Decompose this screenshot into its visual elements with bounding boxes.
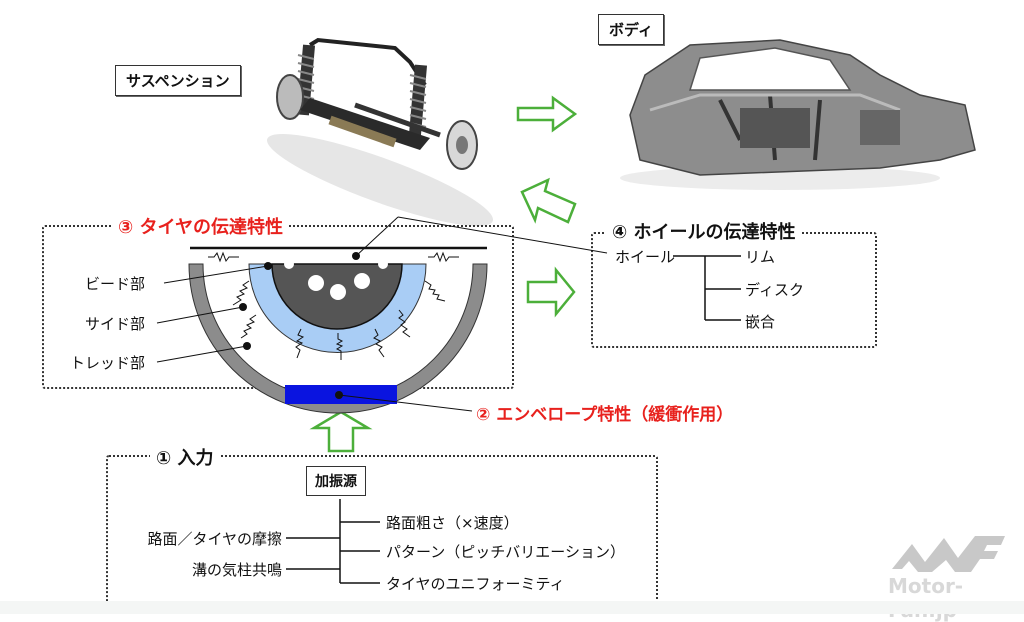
body-label: ボディ [598, 14, 664, 45]
input-tree [286, 499, 380, 584]
tire-transfer-title: ③ タイヤの伝達特性 [112, 213, 289, 239]
envelope-leader [338, 394, 473, 412]
input-right-item: タイヤのユニフォーミティ [386, 575, 565, 593]
side-label: サイド部 [85, 315, 146, 333]
input-left-item: 溝の気柱共鳴 [191, 561, 282, 579]
bead-leader [163, 265, 269, 284]
input-left-item: 路面／タイヤの摩擦 [147, 530, 282, 548]
bead-label: ビード部 [85, 275, 146, 293]
wheel-child-rim: リム [745, 248, 776, 266]
side-leader [156, 306, 244, 324]
arrow-suspension-to-body-icon [516, 95, 578, 133]
wheel-hole [330, 284, 346, 300]
wheel-transfer-title: ④ ホイールの伝達特性 [606, 218, 802, 244]
excitation-source-box: 加振源 [306, 466, 366, 496]
suspension-image [266, 37, 494, 226]
wheel-child-fit: 嵌合 [745, 313, 776, 331]
input-right-item: パターン（ピッチバリエーション） [386, 543, 625, 561]
watermark-site: Motor-Fan.jp [888, 574, 964, 622]
tread-label: トレッド部 [70, 354, 146, 372]
tread-band [188, 263, 488, 414]
spring-top-right [428, 251, 459, 263]
arrow-input-up-icon [309, 410, 373, 453]
wheel-root-label: ホイール [615, 248, 676, 266]
suspension-label: サスペンション [115, 65, 241, 96]
body-image [620, 39, 976, 190]
wheel-hole [308, 275, 324, 291]
wheel-child-disc: ディスク [745, 281, 804, 299]
tread-leader [156, 345, 248, 363]
input-title: ① 入力 [150, 444, 220, 470]
arrow-tire-to-wheel-icon [526, 266, 576, 318]
input-right-item: 路面粗さ（×速度） [386, 514, 519, 532]
wheel-leader [397, 216, 608, 254]
arrow-to-suspension-icon [520, 177, 577, 224]
wheel-tree [673, 255, 741, 321]
wheel-hole [354, 273, 370, 289]
sidewall-springs [232, 280, 446, 360]
spring-top-left [208, 251, 239, 263]
envelope-title: ② エンベロープ特性（緩衝作用） [474, 400, 736, 425]
footer-strip [0, 601, 1024, 614]
